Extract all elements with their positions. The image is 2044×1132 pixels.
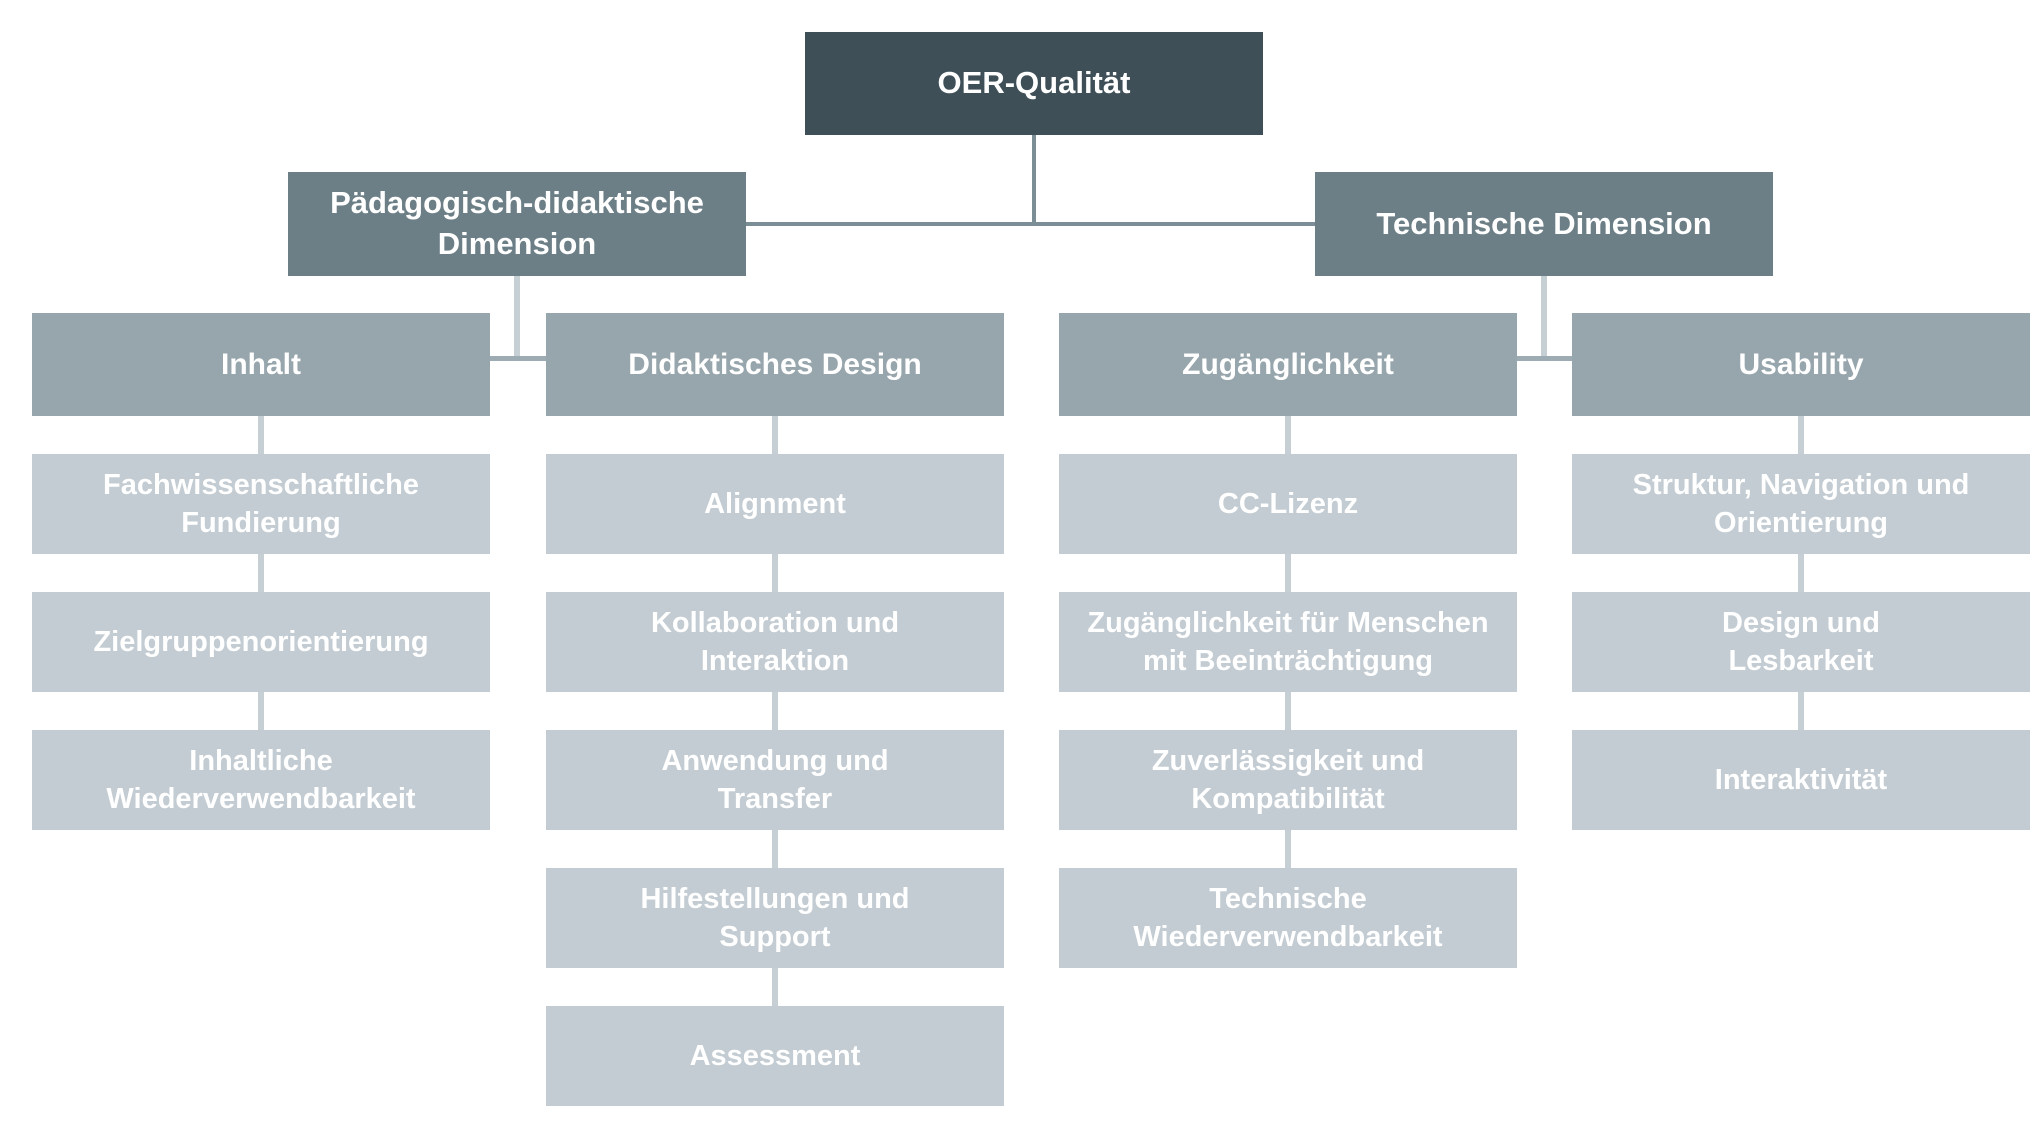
category-header-usability: Usability [1572,313,2030,416]
connector-col4-2 [1798,554,1804,592]
item-box-struktur-navigation-orientierung: Struktur, Navigation und Orientierung [1572,454,2030,554]
item-box-inhaltliche-wiederverwendbarkeit: Inhaltliche Wiederverwendbarkeit [32,730,490,830]
connector-col4-1 [1798,416,1804,454]
category-header-inhalt: Inhalt [32,313,490,416]
connector-col3-2 [1285,554,1291,592]
connector-root-horizontal [746,222,1315,226]
connector-dimension-left-stem [514,276,520,361]
connector-col4-3 [1798,692,1804,730]
item-box-zielgruppenorientierung: Zielgruppenorientierung [32,592,490,692]
connector-junction-right [1517,356,1572,361]
connector-root-stem [1032,135,1036,224]
item-box-cc-lizenz: CC-Lizenz [1059,454,1517,554]
connector-col2-5 [772,968,778,1006]
dimension-box-paedagogisch-didaktisch: Pädagogisch-didaktische Dimension [288,172,746,276]
root-box-oer-qualitaet: OER-Qualität [805,32,1263,135]
item-box-assessment: Assessment [546,1006,1004,1106]
connector-col1-1 [258,416,264,454]
item-box-technische-wiederverwendbarkeit: Technische Wiederverwendbarkeit [1059,868,1517,968]
connector-col2-4 [772,830,778,868]
item-box-design-und-lesbarkeit: Design und Lesbarkeit [1572,592,2030,692]
item-box-interaktivitaet: Interaktivität [1572,730,2030,830]
connector-col1-3 [258,692,264,730]
connector-dimension-right-stem [1541,276,1547,361]
connector-junction-left [490,356,546,361]
connector-col2-2 [772,554,778,592]
dimension-box-technisch: Technische Dimension [1315,172,1773,276]
item-box-anwendung-und-transfer: Anwendung und Transfer [546,730,1004,830]
item-box-fachwissenschaftliche-fundierung: Fachwissenschaftliche Fundierung [32,454,490,554]
connector-col3-3 [1285,692,1291,730]
category-header-didaktisches-design: Didaktisches Design [546,313,1004,416]
connector-col3-1 [1285,416,1291,454]
item-box-hilfestellungen-und-support: Hilfestellungen und Support [546,868,1004,968]
connector-col3-4 [1285,830,1291,868]
connector-col2-3 [772,692,778,730]
item-box-alignment: Alignment [546,454,1004,554]
connector-col1-2 [258,554,264,592]
item-box-zuverlaessigkeit-und-kompatibilitaet: Zuverlässigkeit und Kompatibilität [1059,730,1517,830]
category-header-zugaenglichkeit: Zugänglichkeit [1059,313,1517,416]
item-box-zugaenglichkeit-fuer-menschen: Zugänglichkeit für Menschen mit Beeinträ… [1059,592,1517,692]
item-box-kollaboration-und-interaktion: Kollaboration und Interaktion [546,592,1004,692]
connector-col2-1 [772,416,778,454]
